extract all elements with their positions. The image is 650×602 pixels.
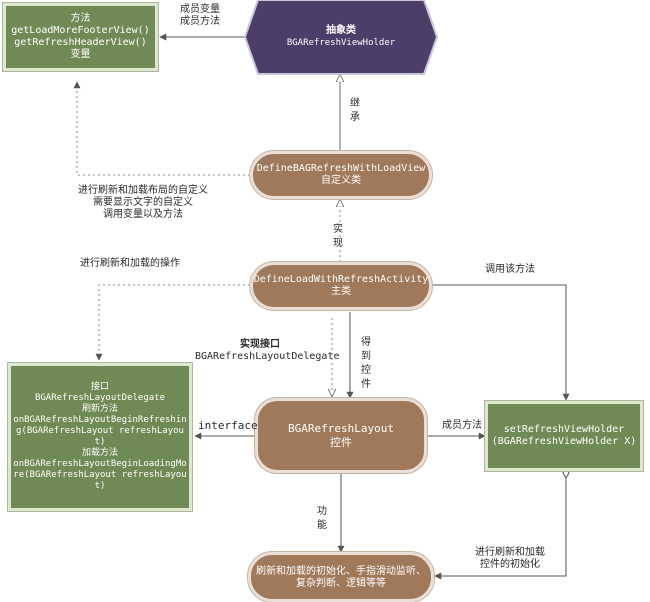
abstract-title: 抽象类: [326, 25, 356, 36]
interface-line: onBGARefreshLayoutBeginLoadingMore(BGARe…: [13, 459, 187, 491]
interface-line: 加载方法: [81, 448, 118, 458]
set-holder-line: (BGARefreshViewHolder X): [491, 436, 637, 447]
custom-desc-line: 需要显示文字的自定义: [93, 197, 193, 208]
edge-custom: [73, 81, 250, 176]
interface-line: onBGARefreshLayoutBeginRefreshing(BGARef…: [13, 415, 187, 447]
define-activity-name: DefineLoadWithRefreshActivity: [253, 274, 429, 285]
bottom-line: 复杂判断、逻辑等等: [296, 578, 386, 589]
bottom-function-node: 刷新和加载的初始化、手指滑动监听、 复杂判断、逻辑等等: [247, 551, 435, 602]
interface-label: interface: [198, 419, 258, 432]
members-label: 成员变量 成员方法: [180, 4, 220, 28]
set-holder-box: setRefreshViewHolder (BGARefreshViewHold…: [484, 400, 644, 472]
define-activity-node: DefineLoadWithRefreshActivity 主类: [249, 261, 433, 311]
define-bag-node: DefineBAGRefreshWithLoadView 自定义类: [249, 150, 433, 200]
interface-box: 接口 BGARefreshLayoutDelegate 刷新方法 onBGARe…: [7, 362, 193, 512]
impl-iface-line: 实现接口: [240, 339, 280, 350]
members-label-line: 成员方法: [180, 16, 220, 27]
impl-iface-label: 实现接口 BGARefreshLayoutDelegate: [195, 339, 340, 363]
interface-line: 接口: [90, 382, 109, 392]
methods-box: 方法 getLoadMoreFooterView() getRefreshHea…: [2, 2, 159, 72]
abstract-name: BGARefreshViewHolder: [286, 38, 396, 48]
init-control-line: 进行刷新和加载: [475, 547, 545, 558]
bottom-line: 刷新和加载的初始化、手指滑动监听、: [256, 566, 426, 577]
edge-call: [432, 284, 570, 401]
call-method-label: 调用该方法: [485, 264, 535, 275]
impl-iface-line: BGARefreshLayoutDelegate: [195, 351, 340, 362]
abstract-hexagon: [243, 0, 439, 75]
methods-box-line: 变量: [70, 49, 91, 60]
function-label: 功能: [317, 506, 327, 531]
methods-box-line: getLoadMoreFooterView(): [11, 25, 150, 36]
define-bag-name: DefineBAGRefreshWithLoadView: [256, 163, 426, 174]
methods-box-line: getRefreshHeaderView(): [14, 37, 147, 48]
implement-label: 实现: [333, 224, 343, 249]
refresh-layout-name: BGARefreshLayout: [288, 421, 394, 435]
interface-line: 刷新方法: [81, 404, 118, 414]
ops-label: 进行刷新和加载的操作: [80, 258, 180, 269]
refresh-layout-node: BGARefreshLayout 控件: [254, 397, 428, 474]
custom-desc-line: 进行刷新和加载布局的自定义: [78, 185, 208, 196]
member-method-label: 成员方法: [442, 420, 482, 431]
custom-desc-label: 进行刷新和加载布局的自定义 需要显示文字的自定义 调用变量以及方法: [68, 185, 218, 221]
refresh-layout-sub: 控件: [330, 435, 352, 449]
get-control-label: 得到控件: [361, 337, 371, 390]
define-bag-sub: 自定义类: [321, 175, 361, 186]
custom-desc-line: 调用变量以及方法: [103, 209, 183, 220]
set-holder-line: setRefreshViewHolder: [503, 424, 625, 435]
members-label-line: 成员变量: [180, 4, 220, 15]
inherit-label: 继承: [350, 98, 360, 123]
edge-init: [434, 472, 567, 580]
define-activity-sub: 主类: [331, 286, 351, 297]
abstract-class-node: 抽象类 BGARefreshViewHolder: [250, 4, 432, 70]
init-control-label: 进行刷新和加载 控件的初始化: [470, 547, 550, 571]
methods-box-line: 方法: [70, 13, 91, 24]
edge-ops: [95, 284, 250, 361]
interface-line: BGARefreshLayoutDelegate: [34, 393, 166, 403]
init-control-line: 控件的初始化: [480, 559, 540, 570]
